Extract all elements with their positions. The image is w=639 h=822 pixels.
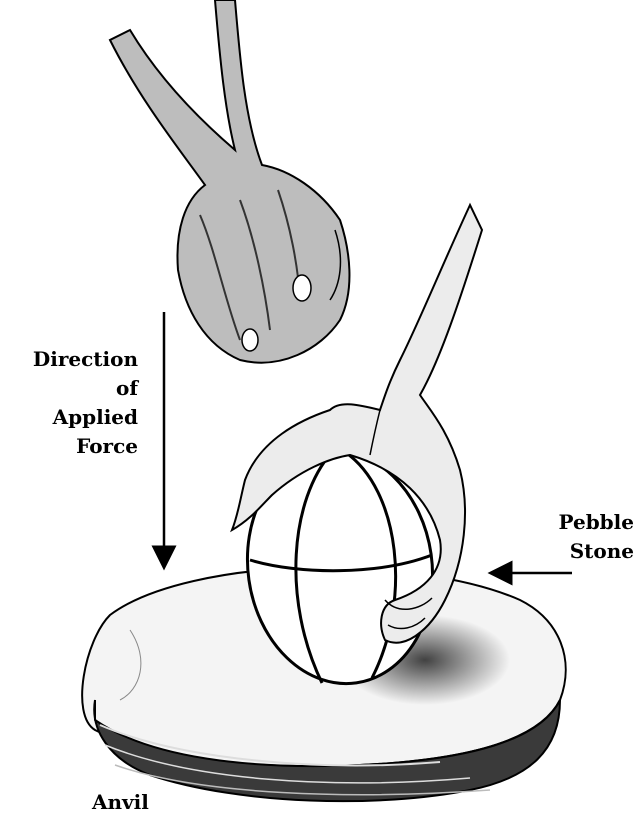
pebble-label-line-1: Pebble <box>528 508 634 537</box>
force-label: Direction of Applied Force <box>8 345 138 461</box>
pebble-label: Pebble Stone <box>528 508 634 566</box>
anvil-label: Anvil <box>92 788 149 817</box>
force-label-line-3: Applied <box>8 403 138 432</box>
striking-hand <box>110 0 349 363</box>
force-label-line-2: of <box>8 374 138 403</box>
force-label-line-4: Force <box>8 432 138 461</box>
force-label-line-1: Direction <box>8 345 138 374</box>
pebble-label-line-2: Stone <box>528 537 634 566</box>
